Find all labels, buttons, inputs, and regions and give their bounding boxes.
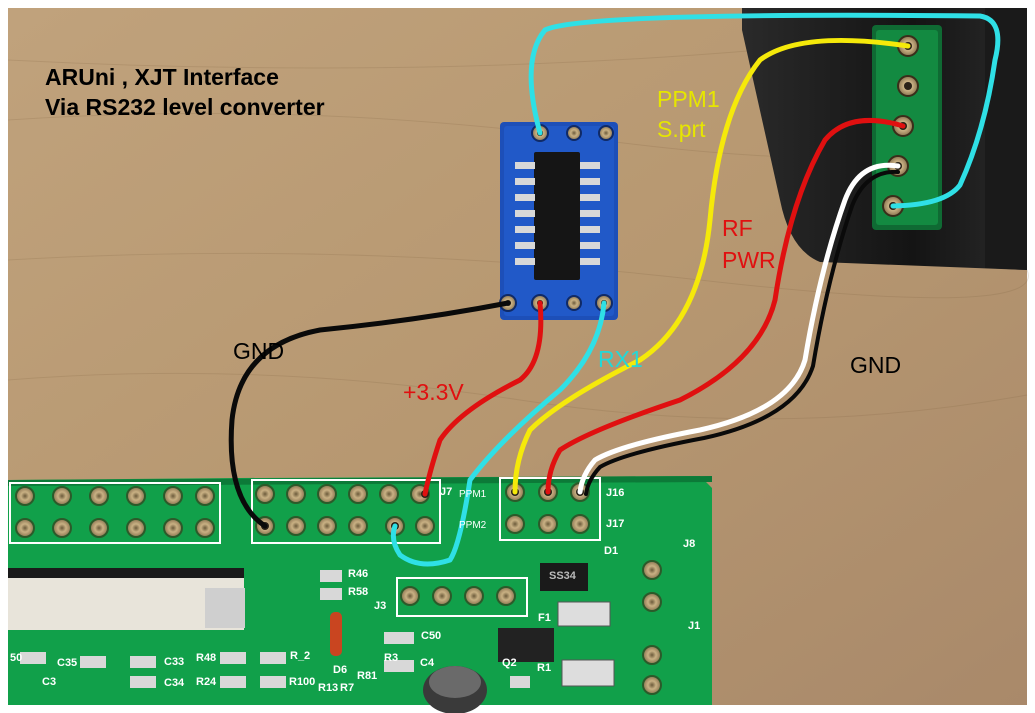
silk-c33: C33: [164, 656, 185, 668]
silk-r48: R48: [196, 652, 217, 664]
label-gnd-left: GND: [233, 338, 285, 364]
silk-c5: 50: [10, 652, 23, 664]
silk-r100: R100: [289, 676, 316, 688]
wire-red-33v: [422, 300, 544, 497]
silk-j3: J3: [374, 600, 387, 612]
silk-r58: R58: [348, 586, 369, 598]
silk-ppm1: PPM1: [459, 489, 487, 500]
silk-q2: Q2: [502, 657, 517, 669]
label-sport: S.prt: [657, 116, 706, 142]
xjt-module: [742, 8, 1027, 270]
silk-c4: C4: [420, 657, 435, 669]
silk-r1: R1: [537, 662, 552, 674]
label-rf: RF: [722, 215, 753, 241]
silk-f1: F1: [538, 612, 551, 624]
silk-r81: R81: [357, 670, 378, 682]
rs232-converter: [499, 122, 618, 320]
silk-c50: C50: [421, 630, 442, 642]
silk-r13: R13: [318, 682, 339, 694]
diode-marking: SS34: [549, 570, 576, 582]
silk-ppm2: PPM2: [459, 520, 487, 531]
wire-white-gnd: [577, 162, 901, 495]
silk-c3: C3: [42, 676, 57, 688]
wire-black-gnd: [228, 300, 511, 529]
label-3v3: +3.3V: [403, 379, 464, 405]
title-line-1: ARUni , XJT Interface: [45, 64, 279, 90]
silk-r24: R24: [196, 676, 217, 688]
silk-r3: R3: [384, 652, 399, 664]
label-rx1: RX1: [598, 346, 643, 372]
silk-c35: C35: [57, 657, 78, 669]
wire-cyan-rx1: [390, 300, 607, 567]
silk-j8: J8: [683, 538, 696, 550]
wire-yellow-ppm: [512, 37, 911, 495]
silk-d1: D1: [604, 545, 619, 557]
label-pwr: PWR: [722, 247, 776, 273]
silk-j17: J17: [606, 518, 625, 530]
silk-j16: J16: [606, 487, 625, 499]
wires: [228, 12, 1001, 567]
silk-j1: J1: [688, 620, 701, 632]
silk-r46: R46: [348, 568, 369, 580]
label-gnd-right: GND: [850, 352, 902, 378]
max3232-chip: [534, 152, 580, 280]
ribbon-connector: [8, 568, 244, 630]
silk-r7: R7: [340, 682, 355, 694]
label-ppm1: PPM1: [657, 86, 720, 112]
silk-j7: J7: [440, 486, 453, 498]
silk-r2: R_2: [290, 650, 311, 662]
silk-d6: D6: [333, 664, 348, 676]
diode-ss34: [540, 563, 588, 591]
title-line-2: Via RS232 level converter: [45, 94, 325, 120]
wire-cyan-top: [528, 12, 1001, 209]
silk-c34: C34: [164, 677, 185, 689]
wire-red-rf: [545, 118, 906, 495]
